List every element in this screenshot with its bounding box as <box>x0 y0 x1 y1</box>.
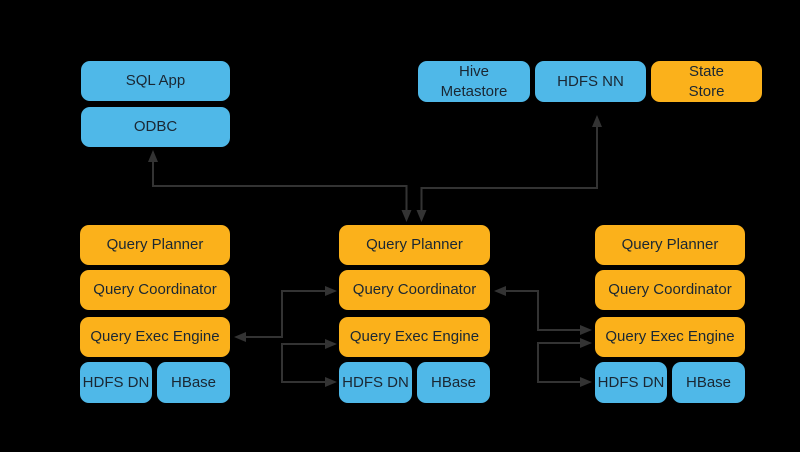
query-planner-node-middle: Query Planner <box>339 225 490 265</box>
arrow-fork-middle-exec-hdfs-dn <box>281 339 337 387</box>
hdfs-nn-node: HDFS NN <box>535 61 646 102</box>
query-exec-engine-node-left: Query Exec Engine <box>80 317 230 357</box>
query-exec-engine-node-middle: Query Exec Engine <box>339 317 490 357</box>
query-coordinator-node-middle: Query Coordinator <box>339 270 490 310</box>
query-planner-node-right: Query Planner <box>595 225 745 265</box>
hdfs-dn-node-middle: HDFS DN <box>339 362 412 403</box>
hdfs-dn-node-right: HDFS DN <box>595 362 667 403</box>
query-exec-engine-node-right: Query Exec Engine <box>595 317 745 357</box>
hbase-node-left: HBase <box>157 362 230 403</box>
arrow-fork-right-exec-hdfs-dn <box>537 338 592 387</box>
hbase-node-middle: HBase <box>417 362 490 403</box>
arrow-hdfs-nn-query-planner <box>416 115 602 222</box>
query-planner-node-left: Query Planner <box>80 225 230 265</box>
query-coordinator-node-right: Query Coordinator <box>595 270 745 310</box>
arrow-middle-coordinator-right-exec <box>494 286 592 335</box>
odbc-node: ODBC <box>81 107 230 147</box>
arrow-odbc-query-planner <box>148 150 412 222</box>
hbase-node-right: HBase <box>672 362 745 403</box>
hive-metastore-node: Hive Metastore <box>418 61 530 102</box>
sql-app-node: SQL App <box>81 61 230 101</box>
query-coordinator-node-left: Query Coordinator <box>80 270 230 310</box>
arrow-left-exec-middle-coordinator <box>234 286 337 342</box>
hdfs-dn-node-left: HDFS DN <box>80 362 152 403</box>
state-store-node: State Store <box>651 61 762 102</box>
